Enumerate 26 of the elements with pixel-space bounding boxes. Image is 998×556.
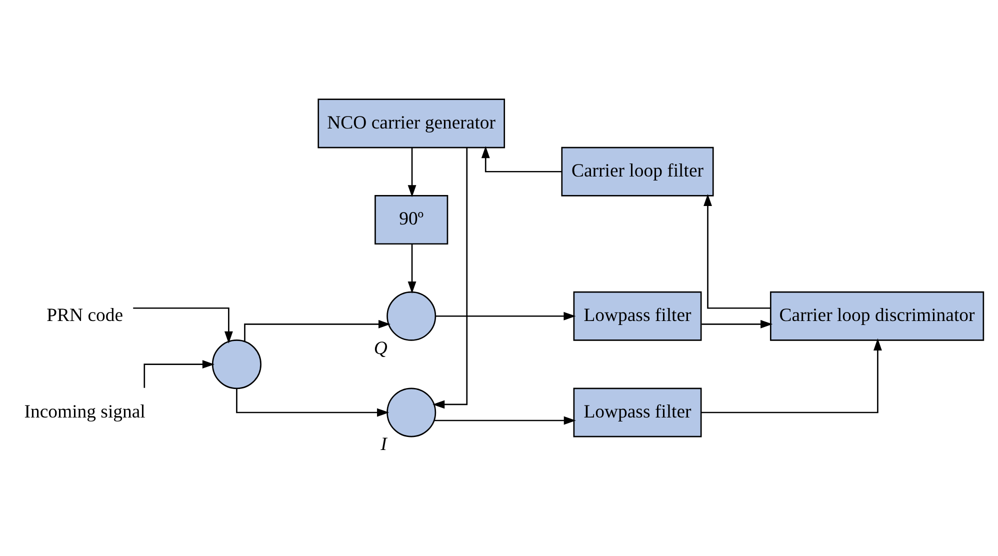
node-text: Incoming signal xyxy=(24,401,146,422)
arrow xyxy=(236,388,390,417)
node-box: Carrier loop filter xyxy=(561,146,714,196)
node-circle xyxy=(386,388,436,438)
arrow xyxy=(702,320,773,328)
arrow xyxy=(704,194,770,309)
arrow xyxy=(133,307,233,344)
arrow xyxy=(434,416,576,425)
arrow xyxy=(432,148,468,409)
arrow xyxy=(408,244,416,294)
arrow xyxy=(244,320,391,342)
node-box: NCO carrier generator xyxy=(318,98,506,148)
arrow xyxy=(436,312,576,320)
node-circle xyxy=(212,340,262,390)
node-label: Q xyxy=(374,338,388,359)
node-box: Lowpass filter xyxy=(573,388,702,438)
node-box: Carrier loop discriminator xyxy=(770,291,984,341)
node-circle xyxy=(386,291,436,341)
node-text: PRN code xyxy=(46,305,124,326)
arrow xyxy=(144,360,214,388)
node-label: I xyxy=(380,434,387,456)
arrow xyxy=(408,148,416,198)
node-box: 90º xyxy=(374,195,448,245)
node-box: Lowpass filter xyxy=(573,291,702,341)
arrow xyxy=(701,338,882,414)
arrow xyxy=(481,146,562,172)
